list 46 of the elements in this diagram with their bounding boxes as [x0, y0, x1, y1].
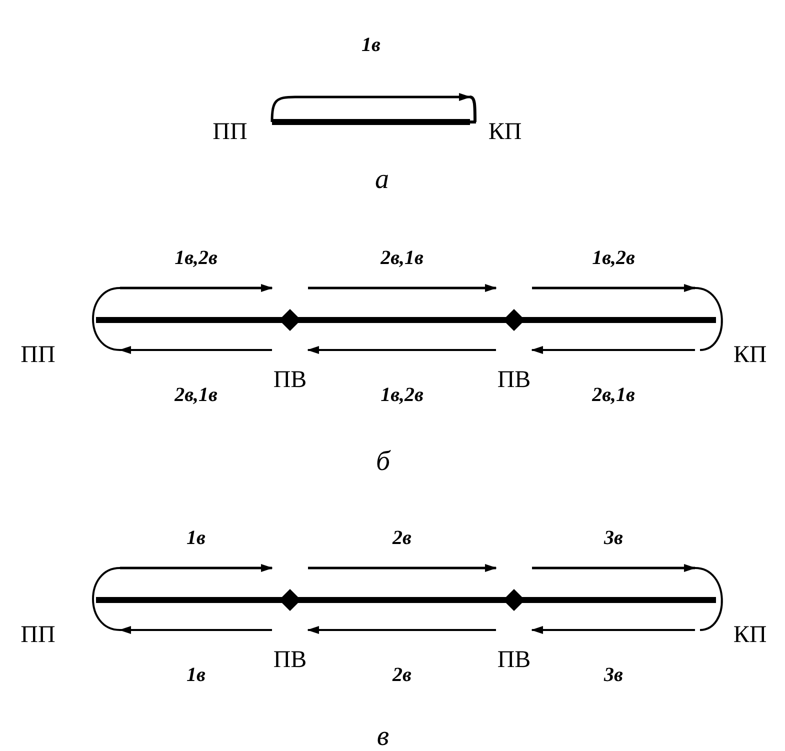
edge-label: 2в,1в: [592, 385, 635, 405]
arrow: [119, 346, 272, 354]
track-line: [272, 119, 470, 125]
arrow: [120, 564, 273, 572]
edge-label: 3в: [604, 665, 623, 685]
arrow: [120, 284, 273, 292]
panel-caption: б: [376, 448, 390, 476]
station-label: ПВ: [273, 648, 307, 672]
station-label: ПВ: [497, 648, 531, 672]
panel-caption: а: [375, 166, 389, 194]
station-label: ПП: [20, 343, 56, 367]
station-label: КП: [488, 120, 522, 144]
track-line: [120, 317, 272, 323]
panel-caption: в: [376, 723, 390, 751]
edge-label: 2в,1в: [174, 385, 218, 405]
arrow: [119, 626, 272, 634]
arrow: [307, 626, 496, 634]
station-label: ПП: [20, 623, 56, 647]
arrow: [270, 93, 471, 122]
station-label: КП: [733, 343, 767, 367]
arrow: [307, 346, 496, 354]
edge-label: 2в: [392, 665, 412, 685]
station-label: ПВ: [273, 368, 307, 392]
edge-label: 1в,2в: [380, 385, 424, 405]
arrow: [532, 284, 696, 292]
station-label: ПП: [212, 120, 248, 144]
arrow: [308, 564, 497, 572]
edge-label: 1в,2в: [174, 248, 218, 268]
edge-label: 1в,2в: [592, 248, 635, 268]
track-line: [308, 317, 496, 323]
edge-label: 1в: [186, 528, 206, 548]
station-label: ПВ: [497, 368, 531, 392]
edge-label: 3в: [604, 528, 623, 548]
arrow: [531, 346, 695, 354]
track-line: [532, 317, 695, 323]
edge-label: 1в: [186, 665, 206, 685]
arrow: [532, 564, 696, 572]
arrow: [308, 284, 497, 292]
edge-label: 2в: [392, 528, 412, 548]
arrow: [531, 626, 695, 634]
edge-label: 1в: [362, 35, 380, 55]
track-line: [308, 597, 496, 603]
edge-label: 2в,1в: [380, 248, 424, 268]
track-line: [532, 597, 695, 603]
station-label: КП: [733, 623, 767, 647]
track-line: [120, 597, 272, 603]
